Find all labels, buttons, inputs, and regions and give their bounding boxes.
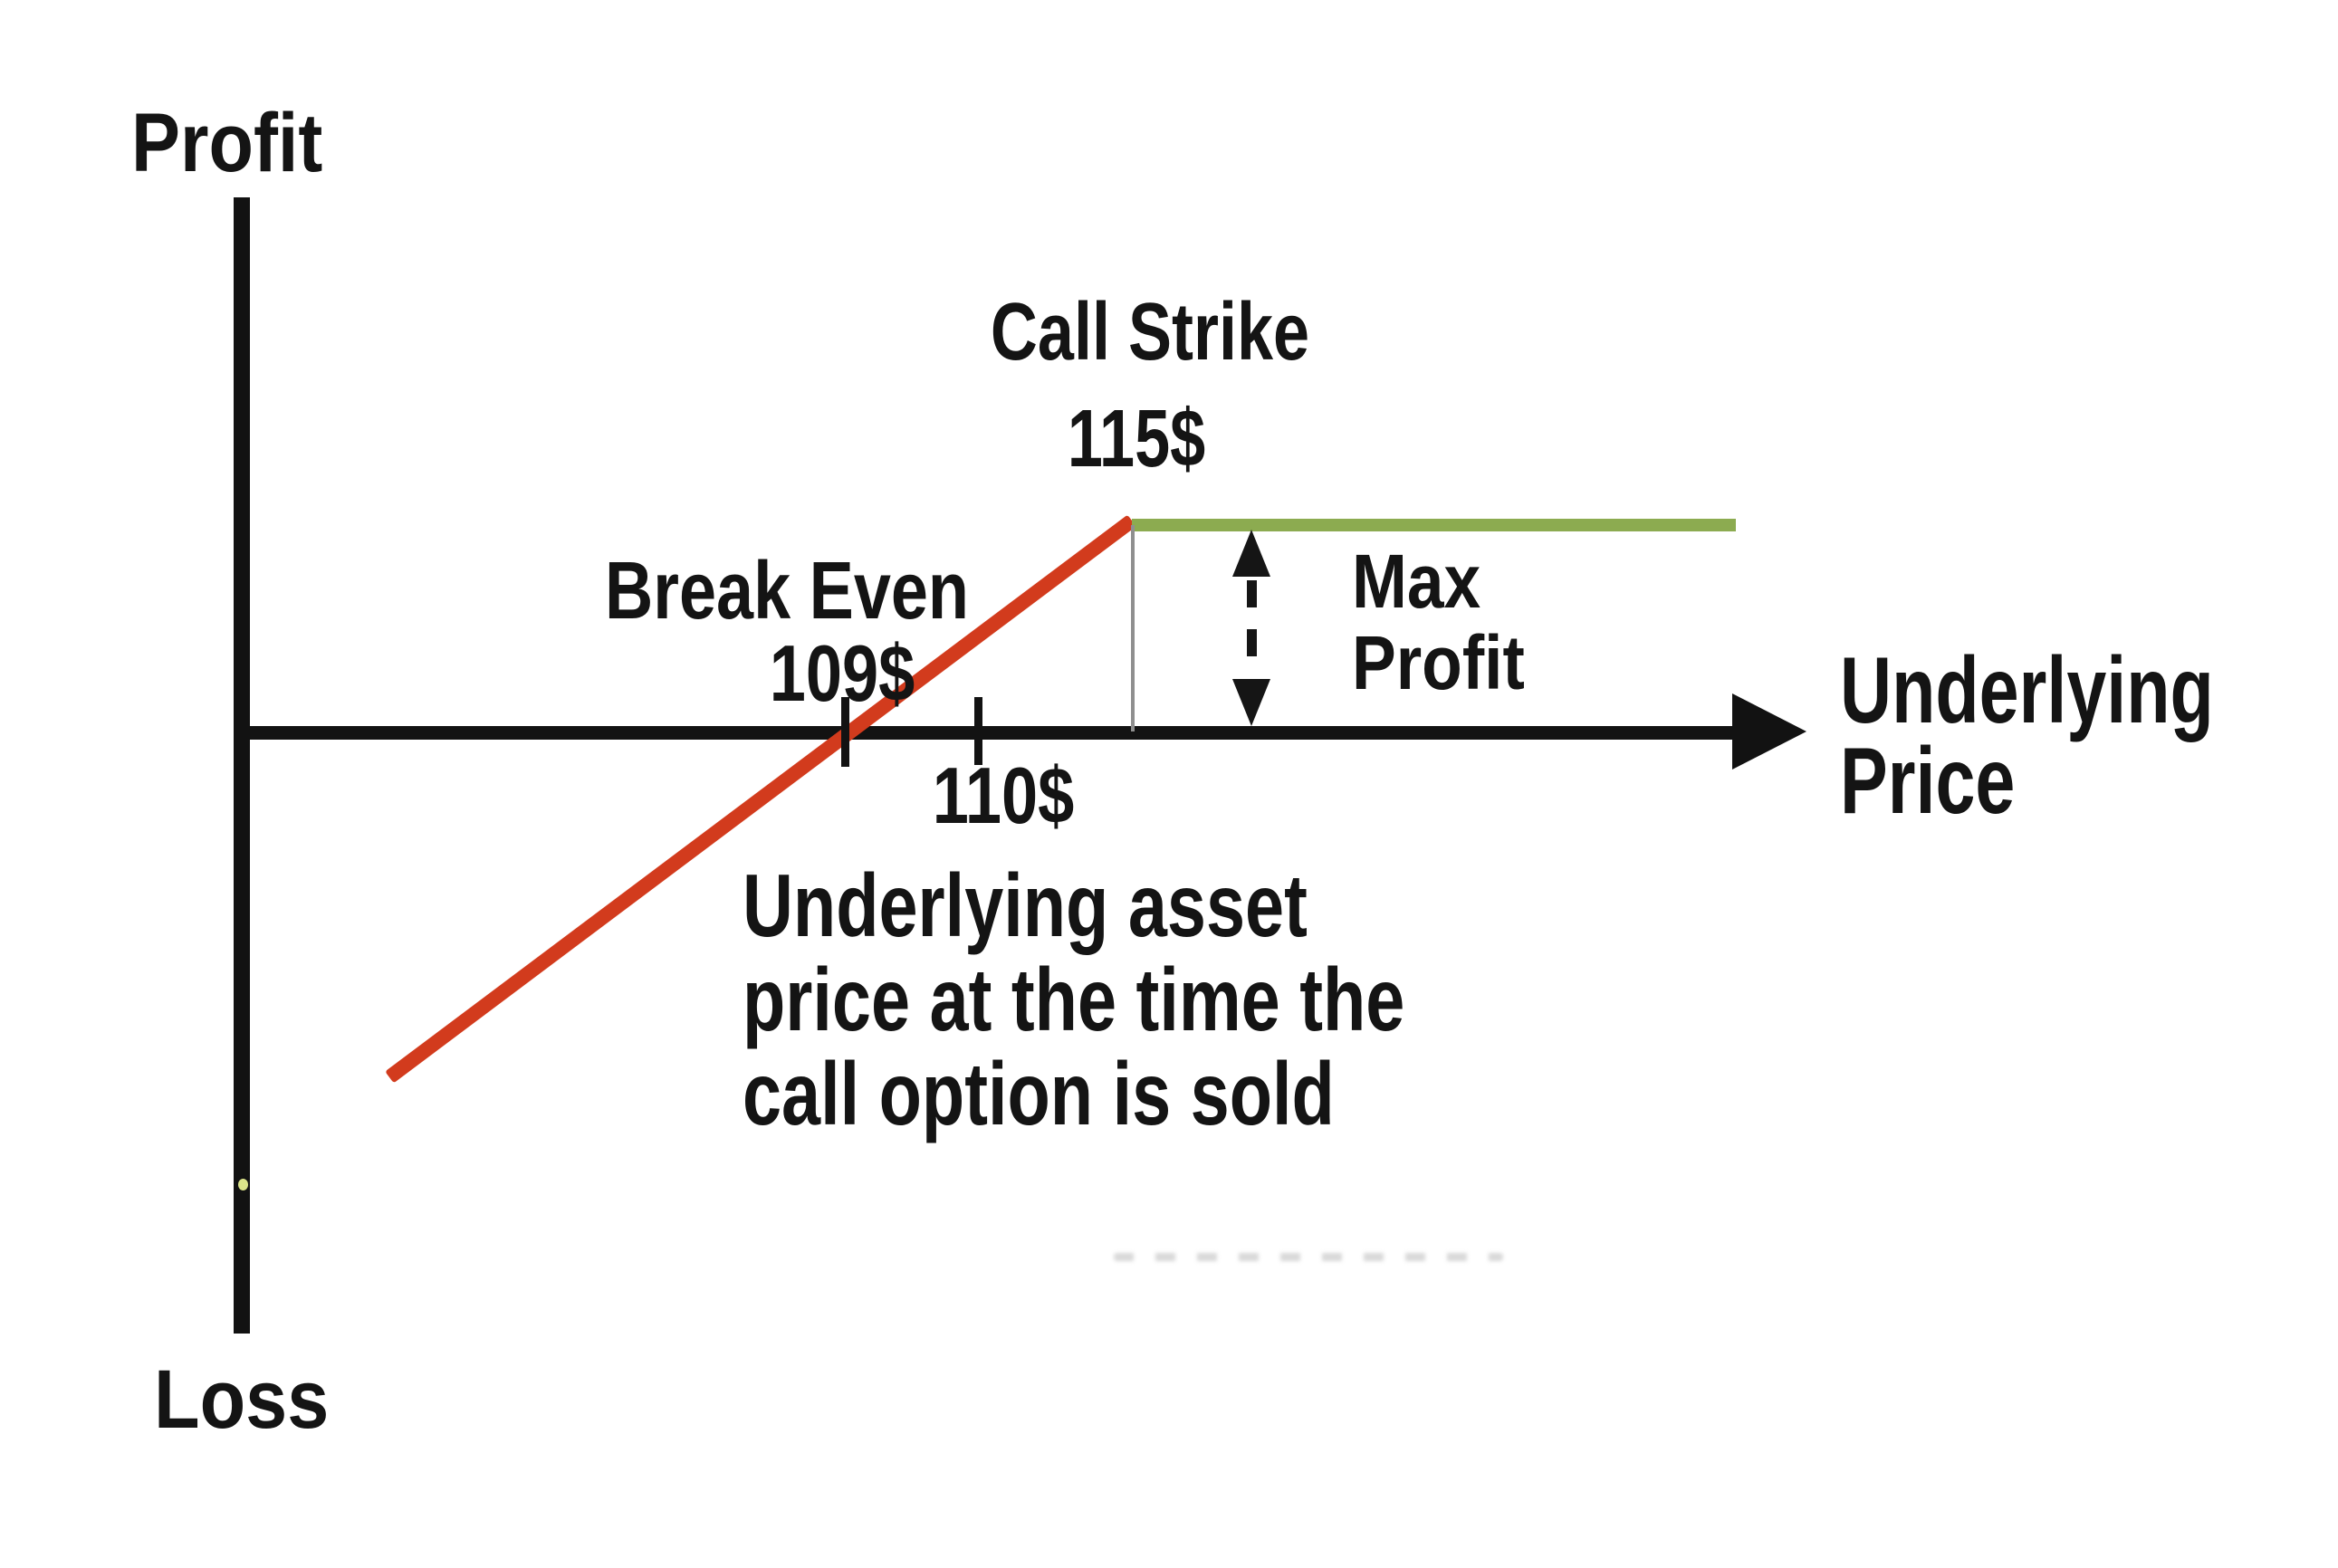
x-axis-arrowhead-icon xyxy=(1732,693,1806,770)
ghost-text-artifact xyxy=(1114,1253,1503,1261)
underlying-price-label-line2: Price xyxy=(1840,729,2016,834)
break-even-tick xyxy=(841,697,849,767)
y-axis xyxy=(234,197,250,1334)
call-strike-label: Call Strike xyxy=(990,287,1310,378)
call-strike-value: 115$ xyxy=(1067,394,1206,484)
break-even-label: Break Even xyxy=(604,546,970,636)
loss-axis-label: Loss xyxy=(154,1353,330,1446)
max-profit-arrow-shaft xyxy=(1247,580,1257,678)
tick-110-label: 110$ xyxy=(932,751,1075,840)
annotation-line3: call option is sold xyxy=(743,1044,1335,1143)
max-profit-label-line2: Profit xyxy=(1352,620,1525,705)
payoff-line-flat xyxy=(1132,519,1736,531)
axis-dot-artifact xyxy=(238,1179,248,1190)
max-profit-label-line1: Max xyxy=(1352,539,1481,624)
profit-axis-label: Profit xyxy=(131,97,323,189)
annotation-line1: Underlying asset xyxy=(743,856,1308,955)
x-axis xyxy=(234,726,1739,740)
annotation-line2: price at the time the xyxy=(743,950,1405,1049)
tick-110 xyxy=(974,697,982,765)
max-profit-arrow-up-icon xyxy=(1232,530,1270,577)
max-profit-arrow-down-icon xyxy=(1232,679,1270,726)
strike-guide-line xyxy=(1131,525,1135,731)
underlying-price-label-line1: Underlying xyxy=(1840,638,2214,743)
break-even-value: 109$ xyxy=(769,628,915,718)
